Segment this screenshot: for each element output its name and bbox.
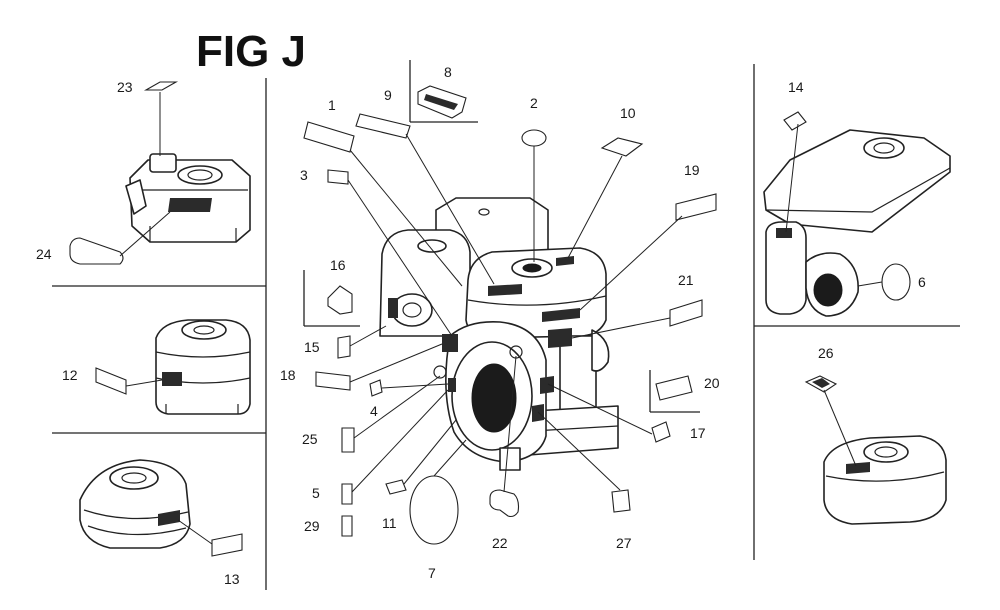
label-part-23 xyxy=(143,81,179,91)
label-part-29 xyxy=(341,515,353,537)
callout-15: 15 xyxy=(304,339,320,355)
callout-29: 29 xyxy=(304,518,320,534)
callout-19: 19 xyxy=(684,162,700,178)
fan-cover-bottom-left xyxy=(79,459,191,549)
label-part-1 xyxy=(303,121,355,153)
fuel-tank-top-right xyxy=(763,129,951,317)
callout-17: 17 xyxy=(690,425,706,441)
label-part-6 xyxy=(881,263,911,301)
label-part-5 xyxy=(341,483,353,505)
label-part-14 xyxy=(783,111,807,131)
callout-11: 11 xyxy=(382,515,397,531)
callout-5: 5 xyxy=(312,485,320,501)
callout-1: 1 xyxy=(328,97,336,113)
air-cleaner-bottom-right xyxy=(823,435,947,525)
label-part-9 xyxy=(355,113,411,139)
label-part-7 xyxy=(409,475,459,545)
callout-20: 20 xyxy=(704,375,720,391)
label-part-2 xyxy=(521,129,547,147)
label-part-18 xyxy=(315,371,351,391)
label-part-22 xyxy=(489,489,520,518)
label-part-25 xyxy=(341,427,355,453)
label-part-4 xyxy=(369,379,383,397)
callout-12: 12 xyxy=(62,367,78,383)
label-part-15 xyxy=(337,335,351,359)
label-parts xyxy=(69,81,911,557)
label-part-12 xyxy=(95,367,127,395)
callout-3: 3 xyxy=(300,167,308,183)
callout-6: 6 xyxy=(918,274,926,290)
callout-2: 2 xyxy=(530,95,538,111)
callout-numbers: 23 24 12 13 1 9 8 2 10 3 19 16 21 15 18 … xyxy=(36,64,926,587)
label-part-19 xyxy=(675,193,717,221)
engine-assembly xyxy=(379,197,619,471)
leader-lines xyxy=(119,92,883,545)
callout-22: 22 xyxy=(492,535,508,551)
callout-13: 13 xyxy=(224,571,240,587)
label-part-13 xyxy=(211,533,243,557)
label-part-17 xyxy=(651,421,671,443)
callout-23: 23 xyxy=(117,79,133,95)
fuel-tank-top-left xyxy=(125,153,251,243)
label-part-16 xyxy=(327,285,353,315)
callout-14: 14 xyxy=(788,79,804,95)
label-part-11 xyxy=(385,479,407,495)
callout-27: 27 xyxy=(616,535,632,551)
figure-title: FIG J xyxy=(196,27,306,76)
callout-26: 26 xyxy=(818,345,834,361)
panel-dividers xyxy=(52,60,960,590)
callout-8: 8 xyxy=(444,64,452,80)
callout-24: 24 xyxy=(36,246,52,262)
label-part-3 xyxy=(327,169,349,185)
callout-7: 7 xyxy=(428,565,436,581)
callout-9: 9 xyxy=(384,87,392,103)
air-cleaner-left xyxy=(155,319,251,415)
callout-16: 16 xyxy=(330,257,346,273)
callout-10: 10 xyxy=(620,105,636,121)
callout-18: 18 xyxy=(280,367,296,383)
label-part-24 xyxy=(69,237,124,265)
callout-4: 4 xyxy=(370,403,378,419)
callout-21: 21 xyxy=(678,272,694,288)
label-part-20 xyxy=(655,375,693,401)
label-part-10 xyxy=(600,137,644,157)
callout-25: 25 xyxy=(302,431,318,447)
label-part-27 xyxy=(611,489,631,513)
label-part-21 xyxy=(669,299,703,327)
